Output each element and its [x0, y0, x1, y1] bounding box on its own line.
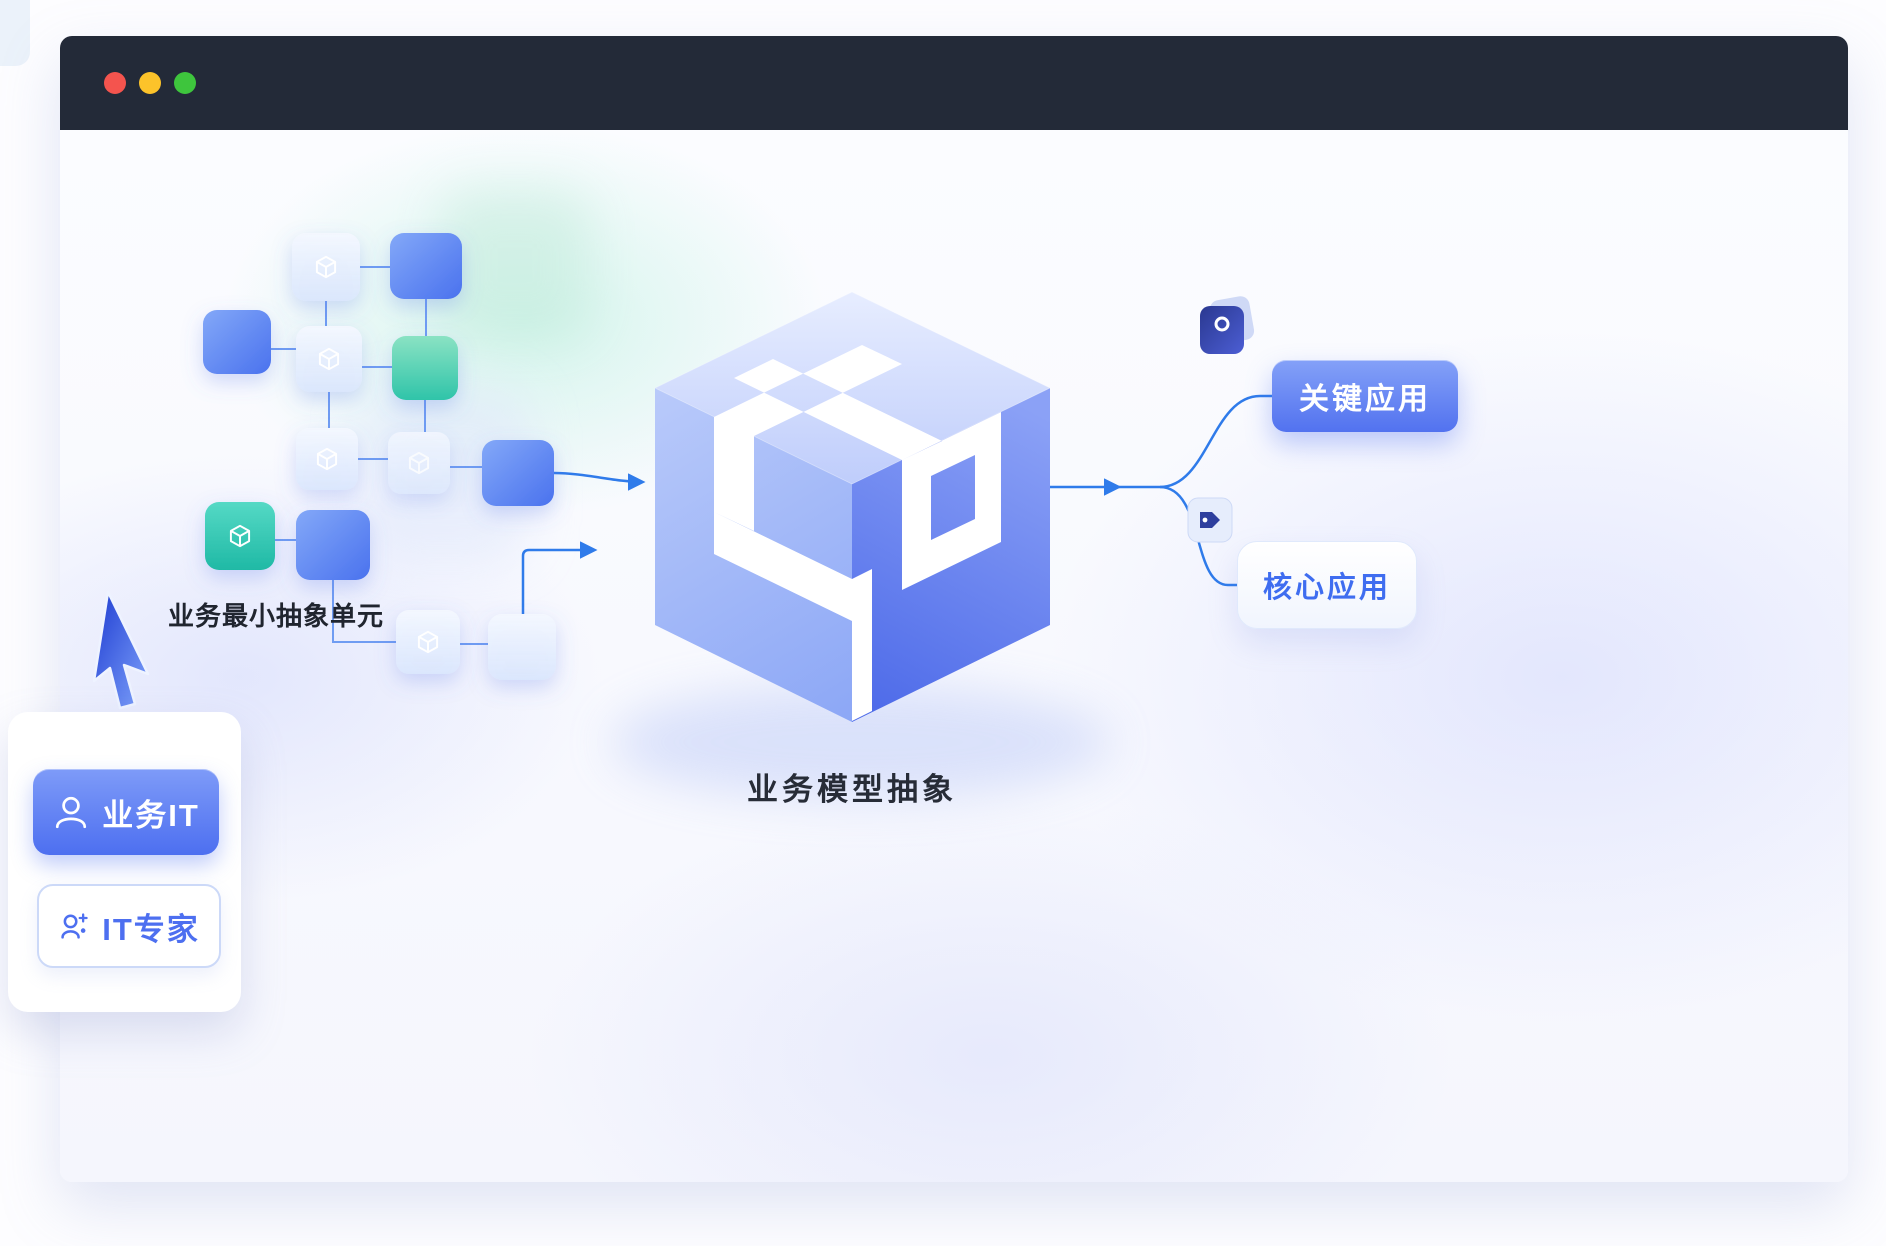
unit-node: [296, 326, 362, 392]
abstraction-cube: [653, 291, 1052, 722]
window-titlebar: [60, 36, 1848, 130]
it-expert-badge[interactable]: IT专家: [37, 884, 221, 968]
tag-icon: [1187, 497, 1233, 543]
core-application-label: 核心应用: [1262, 572, 1391, 604]
key-application-label: 关键应用: [1299, 383, 1431, 416]
person-icon: [56, 796, 87, 829]
browser-window: 业务最小抽象单元 业务模型抽象 关键应用 核心应用: [60, 36, 1848, 1182]
unit-node: [482, 440, 554, 506]
cube-logo-glyph: [714, 345, 1001, 721]
ambient-blob: [440, 190, 590, 340]
it-expert-icon: [61, 913, 88, 939]
cube-shadow: [610, 684, 1110, 800]
cube-caption: 业务模型抽象: [747, 772, 957, 807]
unit-node: [205, 502, 275, 570]
diagram-scene: [92, 190, 1272, 800]
zoom-button[interactable]: [174, 72, 196, 94]
input-arrows: [521, 471, 646, 614]
unit-node: [296, 428, 358, 490]
unit-node-grid: [203, 233, 556, 680]
unit-node: [488, 614, 556, 680]
unit-node: [390, 233, 462, 299]
diagram-canvas: 业务最小抽象单元 业务模型抽象 关键应用 核心应用: [60, 130, 1848, 1182]
roles-card: 业务IT IT专家: [8, 712, 241, 1012]
unit-node: [296, 510, 370, 580]
minimize-button[interactable]: [139, 72, 161, 94]
business-it-badge[interactable]: 业务IT: [33, 769, 219, 855]
unit-node: [392, 336, 458, 400]
close-button[interactable]: [104, 72, 126, 94]
tag-icon: [1200, 296, 1255, 354]
cursor-arrow-icon: [92, 590, 150, 710]
unit-node: [203, 310, 271, 374]
unit-node: [388, 432, 450, 494]
it-expert-label: IT专家: [102, 911, 200, 947]
unit-node: [396, 610, 460, 674]
unit-callout-label: 业务最小抽象单元: [168, 601, 385, 631]
business-it-label: 业务IT: [102, 797, 200, 833]
core-application-badge[interactable]: 核心应用: [1237, 541, 1417, 629]
unit-node: [292, 233, 360, 301]
key-application-badge[interactable]: 关键应用: [1272, 360, 1458, 432]
corner-decoration: [0, 0, 30, 66]
node-connectors: [271, 266, 488, 645]
